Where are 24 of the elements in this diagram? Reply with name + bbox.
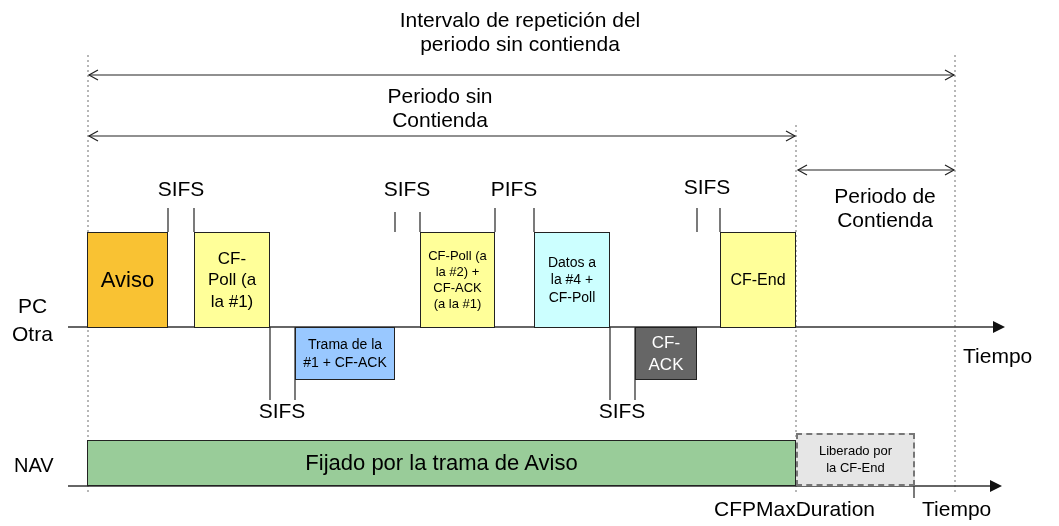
nav-release-bar: Liberado por la CF-End — [796, 433, 915, 486]
ack-frame: CF-ACK — [635, 327, 697, 380]
pifs-label: PIFS — [489, 177, 539, 202]
nav-bar: Fijado por la trama de Aviso — [87, 440, 796, 486]
row-label: PC — [18, 294, 49, 319]
poll-frame: CF-Poll (a la #2) + CF-ACK (a la #1) — [420, 232, 495, 328]
end-frame: CF-End — [720, 232, 796, 328]
row-label: NAV — [14, 454, 55, 477]
sifs-label: SIFS — [382, 177, 432, 202]
beacon-frame: Aviso — [87, 232, 168, 328]
sifs-label: SIFS — [257, 399, 307, 424]
poll-frame: CF-Poll (a la #1) — [194, 232, 270, 328]
data-frame: Datos a la #4 + CF-Poll — [534, 232, 610, 328]
axis-label: Tiempo — [963, 344, 1034, 369]
interval-label: Intervalo de repetición del periodo sin contienda — [398, 8, 642, 57]
sifs-label: SIFS — [682, 175, 732, 200]
sifs-label: SIFS — [597, 399, 647, 424]
data-frame: Trama de la #1 + CF-ACK — [295, 327, 395, 380]
row-label: Otra — [12, 322, 54, 347]
sifs-label: SIFS — [156, 177, 206, 202]
axis-label: Tiempo — [922, 497, 993, 522]
period-label: Periodo sin Contienda — [386, 84, 494, 133]
duration-label: CFPMaxDuration — [714, 497, 877, 522]
period-label: Periodo de Contienda — [833, 184, 937, 233]
